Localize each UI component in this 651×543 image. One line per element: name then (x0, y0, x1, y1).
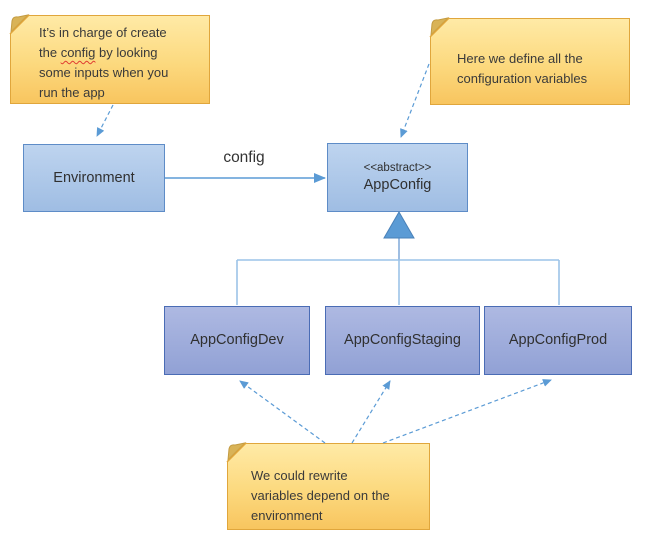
class-environment[interactable]: Environment (23, 144, 165, 212)
edge-config-label: config (223, 149, 265, 166)
note-environment[interactable]: It’s in charge of create the config by l… (9, 14, 210, 104)
note-line: Here we define all the (457, 51, 583, 66)
note-line: some inputs when you (39, 65, 169, 80)
class-appconfigstaging[interactable]: AppConfigStaging (325, 306, 480, 375)
note-rewrite-text: We could rewrite variables depend on the… (251, 466, 423, 526)
note-arrow-to-prod (382, 379, 552, 444)
class-appconfigprod-label: AppConfigProd (508, 332, 608, 348)
misspelled-word: config (60, 45, 96, 60)
note-arrow-to-appconfig (400, 63, 430, 138)
note-fold-icon (9, 14, 30, 35)
class-appconfig-stereotype: <<abstract>> (363, 161, 432, 174)
note-line: It’s in charge of create (39, 25, 167, 40)
note-arrow-to-environment (96, 104, 114, 137)
note-fold-icon (429, 17, 450, 38)
note-line: run the app (39, 85, 105, 100)
class-appconfigdev-label: AppConfigDev (190, 332, 284, 348)
class-environment-label: Environment (53, 169, 135, 186)
class-appconfigstaging-label: AppConfigStaging (344, 332, 461, 348)
note-appconfig[interactable]: Here we define all the configuration var… (429, 17, 630, 105)
note-line: configuration variables (457, 71, 588, 86)
note-appconfig-text: Here we define all the configuration var… (457, 49, 623, 89)
class-appconfig[interactable]: <<abstract>> AppConfig (327, 143, 468, 212)
note-line: variables depend on the (251, 488, 390, 503)
note-arrow-to-staging (351, 380, 391, 444)
note-line: We could rewrite (251, 468, 348, 483)
note-rewrite-variables[interactable]: We could rewrite variables depend on the… (226, 442, 430, 530)
note-environment-text: It’s in charge of create the config by l… (39, 23, 203, 103)
note-fold-icon (226, 442, 247, 463)
note-line: environment (251, 508, 323, 523)
class-appconfigdev[interactable]: AppConfigDev (164, 306, 310, 375)
note-arrow-to-dev (239, 380, 326, 444)
class-appconfigprod[interactable]: AppConfigProd (484, 306, 632, 375)
inheritance-triangle (383, 210, 415, 239)
class-appconfig-label: AppConfig (363, 176, 432, 193)
note-line: the config by looking (39, 45, 158, 60)
